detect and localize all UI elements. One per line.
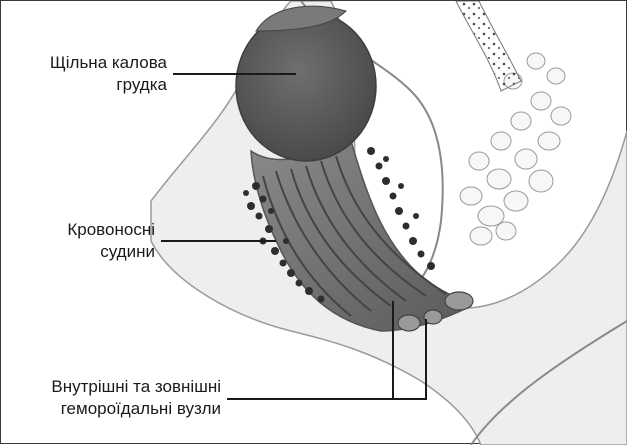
stool-mass — [236, 11, 376, 161]
label-hemorrhoids-line2: гемороїдальні вузли — [9, 398, 221, 420]
label-hard-stool-line2: грудка — [19, 74, 167, 96]
label-blood-vessels-line2: судини — [19, 241, 155, 263]
label-blood-vessels: Кровоносні судини — [19, 219, 155, 263]
bone-band — [456, 1, 521, 91]
label-hemorrhoids: Внутрішні та зовнішні гемороїдальні вузл… — [9, 376, 221, 420]
label-blood-vessels-line1: Кровоносні — [19, 219, 155, 241]
label-hard-stool: Щільна калова грудка — [19, 52, 167, 96]
label-hard-stool-line1: Щільна калова — [19, 52, 167, 74]
label-hemorrhoids-line1: Внутрішні та зовнішні — [9, 376, 221, 398]
